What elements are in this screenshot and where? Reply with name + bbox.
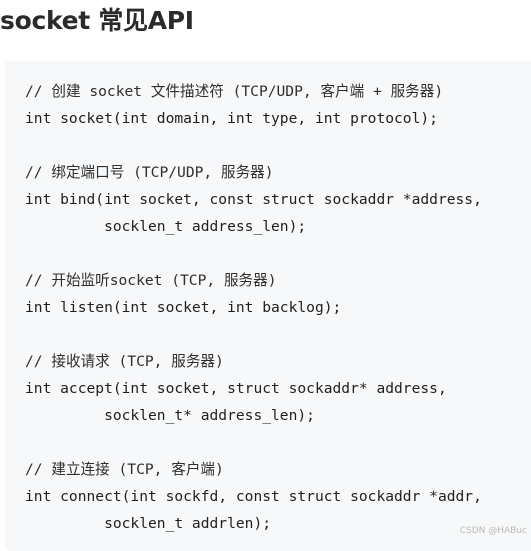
code-blank-line [25, 240, 482, 267]
code-line-connect-decl-cont: socklen_t addrlen); [25, 515, 272, 532]
page-title: socket 常见API [0, 6, 194, 35]
code-line-accept-decl-cont: socklen_t* address_len); [25, 407, 315, 424]
code-comment-create-socket: // 创建 socket 文件描述符 (TCP/UDP, 客户端 + 服务器) [25, 83, 444, 100]
code-line-bind-decl: int bind(int socket, const struct sockad… [25, 191, 482, 208]
code-comment-listen: // 开始监听socket (TCP, 服务器) [25, 272, 277, 289]
code-line-listen-decl: int listen(int socket, int backlog); [25, 299, 342, 316]
code-comment-connect: // 建立连接 (TCP, 客户端) [25, 461, 224, 478]
code-line-bind-decl-cont: socklen_t address_len); [25, 218, 307, 235]
code-line-socket-decl: int socket(int domain, int type, int pro… [25, 110, 438, 127]
code-blank-line [25, 429, 482, 456]
code-line-accept-decl: int accept(int socket, struct sockaddr* … [25, 380, 447, 397]
watermark: CSDN @HABuc [459, 526, 527, 536]
code-comment-bind: // 绑定端口号 (TCP/UDP, 服务器) [25, 164, 274, 181]
code-line-connect-decl: int connect(int sockfd, const struct soc… [25, 488, 482, 505]
code-blank-line [25, 321, 482, 348]
code-comment-accept: // 接收请求 (TCP, 服务器) [25, 353, 224, 370]
code-block: // 创建 socket 文件描述符 (TCP/UDP, 客户端 + 服务器) … [5, 61, 531, 551]
code-blank-line [25, 132, 482, 159]
code-lines: // 创建 socket 文件描述符 (TCP/UDP, 客户端 + 服务器) … [25, 78, 482, 537]
